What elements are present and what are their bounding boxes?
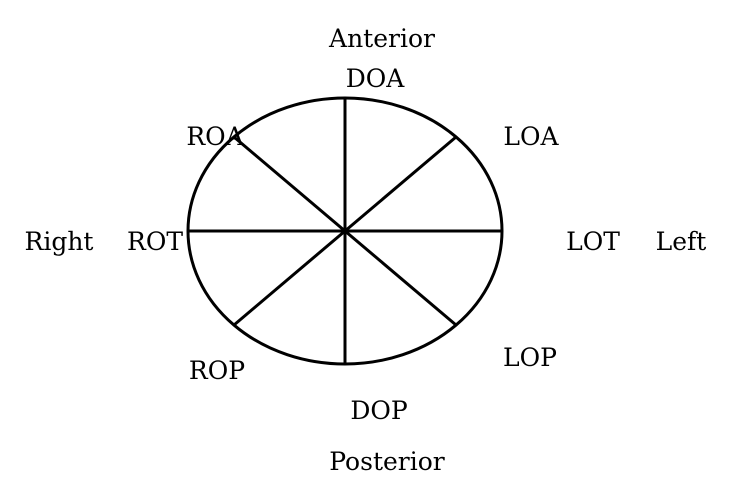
lot-label: LOT bbox=[566, 227, 620, 256]
anterior-label: Anterior bbox=[328, 24, 435, 53]
rop-label: ROP bbox=[189, 356, 245, 385]
dop-label: DOP bbox=[350, 396, 407, 425]
posterior-label: Posterior bbox=[329, 447, 445, 476]
left-label: Left bbox=[656, 227, 707, 256]
doa-label: DOA bbox=[346, 64, 406, 93]
rot-label: ROT bbox=[127, 227, 183, 256]
diagonal-loa-rop-line bbox=[233, 135, 457, 327]
loa-label: LOA bbox=[503, 122, 559, 151]
right-label: Right bbox=[25, 227, 94, 256]
roa-label: ROA bbox=[186, 122, 244, 151]
lop-label: LOP bbox=[503, 343, 557, 372]
